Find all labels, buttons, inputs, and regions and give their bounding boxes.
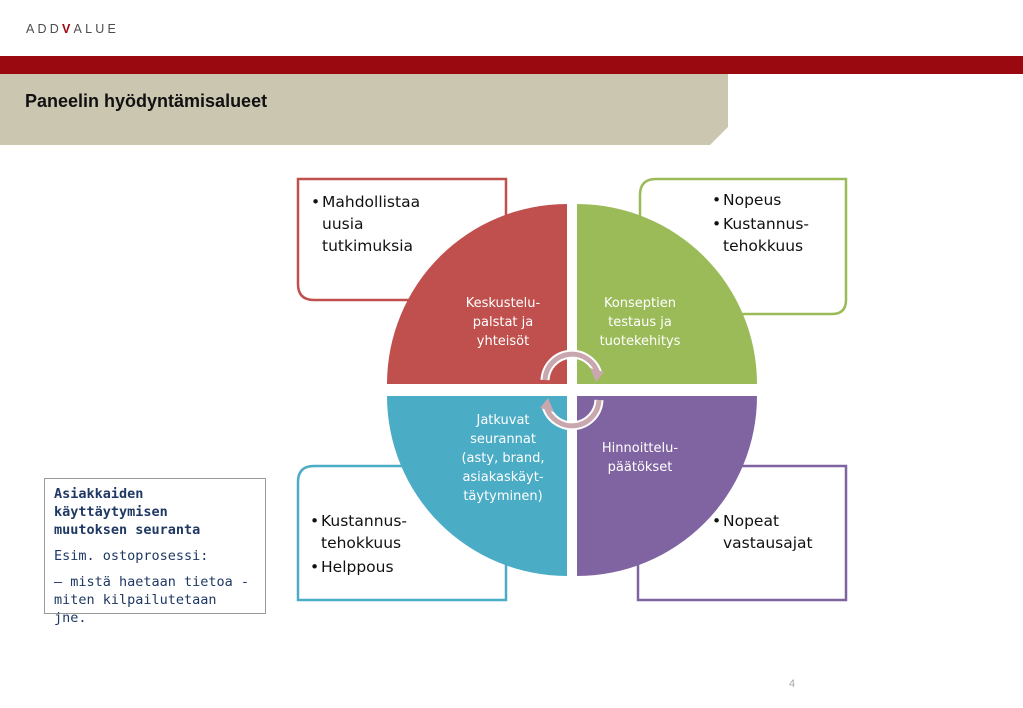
logo-prefix: ADD: [26, 22, 62, 36]
bullet-item: Helppous: [310, 556, 430, 578]
page-number: 4: [789, 678, 796, 690]
title-band: [0, 74, 728, 145]
header-red-band: [0, 56, 1023, 74]
quadrant-label-top-left: Keskustelu- palstat ja yhteisöt: [465, 296, 541, 349]
arrow-head-left: [540, 398, 554, 412]
bullet-item: Kustannus-tehokkuus: [712, 213, 832, 257]
bullet-item: Nopeat vastausajat: [712, 510, 830, 554]
bullets-top-left: Mahdollistaa uusia tutkimuksia: [311, 191, 443, 259]
note-title: Asiakkaiden käyttäytymisen muutoksen seu…: [54, 486, 201, 538]
note-box: Asiakkaiden käyttäytymisen muutoksen seu…: [44, 478, 266, 626]
quadrant-top-left: [387, 204, 567, 384]
cycle-arrow-top: [542, 351, 601, 381]
bullet-item: Kustannus-tehokkuus: [310, 510, 430, 554]
bullet-item: Mahdollistaa uusia tutkimuksia: [311, 191, 443, 257]
bullets-top-right: Nopeus Kustannus-tehokkuus: [712, 189, 832, 259]
bullet-item: Nopeus: [712, 189, 832, 211]
quadrant-bottom-left: [387, 396, 567, 576]
quadrant-label-bottom-right: Hinnoittelu- päätökset: [601, 441, 679, 475]
quadrant-bottom-right: [577, 396, 757, 576]
note-line-2: – mistä haetaan tietoa - miten kilpailut…: [54, 574, 250, 626]
note-line-1: Esim. ostoprosessi:: [54, 548, 209, 564]
logo-mark: V: [62, 22, 74, 36]
bullets-bottom-left: Kustannus-tehokkuus Helppous: [310, 510, 430, 580]
bullets-bottom-right: Nopeat vastausajat: [712, 510, 830, 556]
arrow-head-right: [590, 368, 604, 382]
page-title: Paneelin hyödyntämisalueet: [25, 91, 268, 111]
logo-suffix: ALUE: [73, 22, 120, 36]
title-band-shape: [0, 74, 728, 145]
cycle-arrow-bottom: [543, 399, 602, 429]
quadrant-top-right: [577, 204, 757, 384]
quadrant-label-bottom-left: Jatkuvat seurannat (asty, brand, asiakas…: [461, 413, 545, 504]
quadrant-label-top-right: Konseptien testaus ja tuotekehitys: [599, 296, 681, 349]
addvalue-logo: ADDVALUE: [26, 22, 119, 36]
